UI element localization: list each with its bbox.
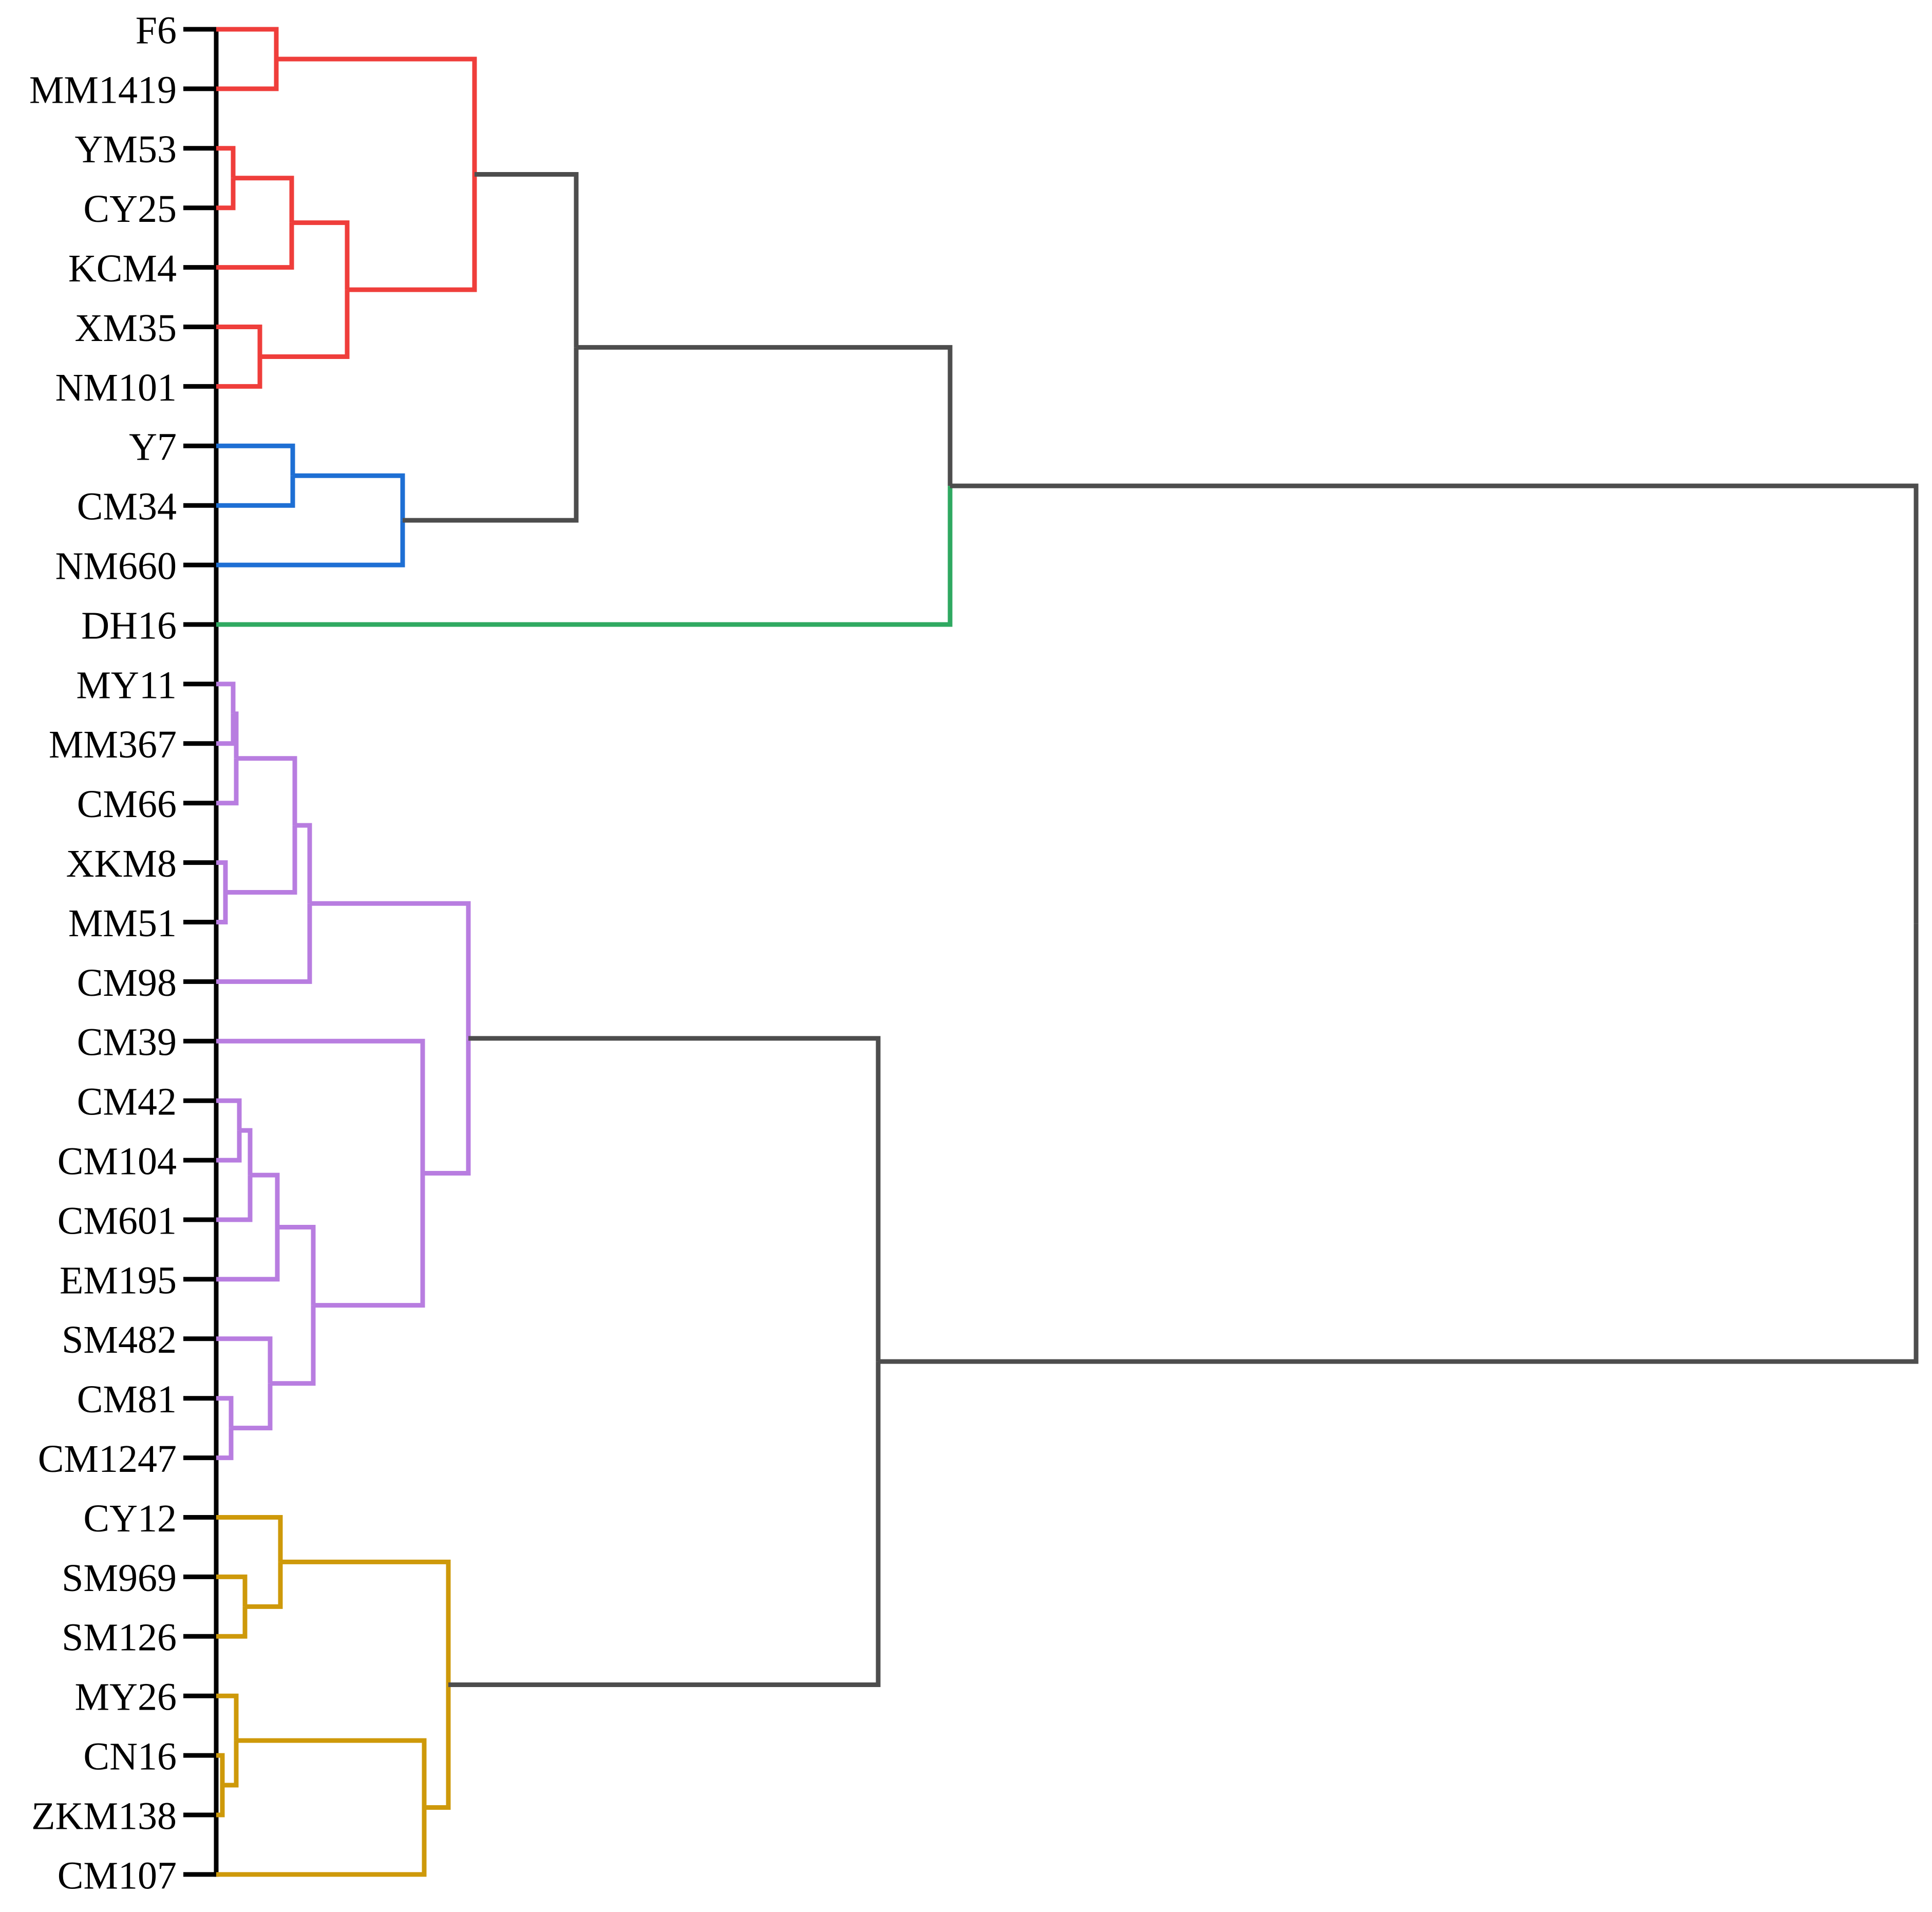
link-Y3-bottom: [216, 1785, 225, 1818]
link-G4-top: [950, 483, 1919, 924]
link-B1-top: [216, 443, 295, 476]
leaf-label: SM126: [62, 1616, 177, 1659]
link-Y6-bottom: [424, 1684, 451, 1810]
leaf-label: CM34: [77, 485, 177, 528]
link-P12-bottom: [313, 1173, 425, 1308]
link-R1-bottom: [216, 59, 279, 91]
link-P12-top: [216, 1038, 425, 1173]
link-G2-bottom: [216, 486, 953, 627]
link-Y3-top: [216, 1753, 225, 1786]
leaf-label: CM39: [77, 1021, 177, 1064]
link-Y2-top: [216, 1515, 283, 1562]
leaf-label: KCM4: [68, 247, 177, 290]
leaf-label: CM107: [58, 1854, 177, 1897]
link-Y4-top: [216, 1693, 239, 1741]
leaf-label: SM482: [62, 1318, 177, 1361]
link-P13-top: [310, 901, 471, 1038]
leaf-label: MM51: [68, 902, 177, 945]
link-P11-top: [277, 1224, 316, 1305]
leaf-label: CM98: [77, 961, 177, 1005]
leaf-label: CN16: [83, 1735, 177, 1778]
link-P13-bottom: [423, 1038, 471, 1176]
link-R2-bottom: [216, 178, 236, 211]
link-R1-top: [216, 27, 279, 59]
link-Y1-bottom: [216, 1606, 248, 1639]
link-P6-bottom: [216, 1130, 242, 1163]
link-P10-top: [216, 1336, 273, 1384]
leaf-label: CM66: [77, 783, 177, 826]
leaf-label: F6: [136, 9, 177, 52]
link-R6-top: [276, 56, 477, 175]
link-P2-top: [233, 711, 239, 759]
leaf-label: ZKM138: [31, 1794, 177, 1838]
leaf-label: YM53: [75, 128, 177, 171]
leaf-label: NM101: [55, 366, 177, 409]
link-P2-bottom: [216, 758, 239, 806]
link-G3-bottom: [448, 1361, 881, 1687]
link-R3-bottom: [216, 222, 294, 270]
link-P8-bottom: [216, 1227, 280, 1282]
leaf-label: Y7: [129, 426, 177, 469]
leaf-label: EM195: [60, 1259, 177, 1302]
link-B2-bottom: [216, 520, 405, 567]
link-Y4-bottom: [222, 1740, 239, 1788]
leaf-label: SM969: [62, 1557, 177, 1600]
leaf-label: NM660: [55, 544, 177, 588]
leaf-label: CY12: [83, 1497, 177, 1540]
link-P9-bottom: [216, 1428, 234, 1461]
link-P8-top: [250, 1172, 280, 1227]
link-R5-top: [292, 220, 350, 290]
link-P1-bottom: [216, 713, 236, 746]
leaf-label: CM601: [58, 1199, 177, 1242]
link-Y1-top: [216, 1574, 248, 1607]
link-P5-top: [295, 823, 312, 904]
leaf-label: XM35: [75, 307, 177, 350]
leaf-label: CM104: [58, 1140, 177, 1183]
link-P6-top: [216, 1098, 242, 1131]
link-R3-top: [233, 176, 294, 223]
link-P4-bottom: [225, 825, 297, 895]
leaf-label: MM1419: [29, 68, 177, 111]
leaf-label: DH16: [81, 604, 177, 647]
link-P7-bottom: [216, 1175, 253, 1222]
leaf-label: CM81: [77, 1378, 177, 1421]
link-G4-bottom: [878, 923, 1919, 1364]
link-G2-top: [576, 345, 953, 486]
leaf-label: CM1247: [38, 1437, 177, 1481]
link-P3-bottom: [216, 892, 228, 924]
link-P7-top: [239, 1128, 253, 1176]
link-P3-top: [216, 860, 228, 893]
leaf-label: MY26: [75, 1676, 177, 1719]
link-R5-bottom: [260, 290, 350, 359]
link-Y6-top: [280, 1559, 451, 1685]
link-B1-bottom: [216, 476, 295, 508]
link-P1-top: [216, 681, 236, 714]
leaf-label: MM367: [49, 723, 177, 766]
link-G1-top: [475, 172, 579, 348]
link-R2-top: [216, 146, 236, 178]
link-Y5-top: [236, 1738, 427, 1808]
link-R4-bottom: [216, 356, 262, 389]
link-Y5-bottom: [216, 1807, 427, 1877]
link-P5-bottom: [216, 903, 312, 984]
link-G3-top: [468, 1036, 881, 1362]
link-R6-bottom: [347, 174, 477, 292]
leaf-label: CY25: [83, 187, 177, 231]
link-Y2-bottom: [245, 1562, 283, 1609]
link-P9-top: [216, 1396, 234, 1428]
link-P10-bottom: [231, 1383, 273, 1431]
link-R4-top: [216, 325, 262, 357]
link-P11-bottom: [270, 1305, 316, 1386]
leaf-label: CM42: [77, 1081, 177, 1124]
leaf-label: MY11: [76, 664, 177, 707]
link-G1-bottom: [403, 347, 579, 523]
link-B2-top: [293, 473, 405, 521]
leaf-label: XKM8: [66, 842, 177, 885]
link-P4-top: [236, 756, 297, 826]
